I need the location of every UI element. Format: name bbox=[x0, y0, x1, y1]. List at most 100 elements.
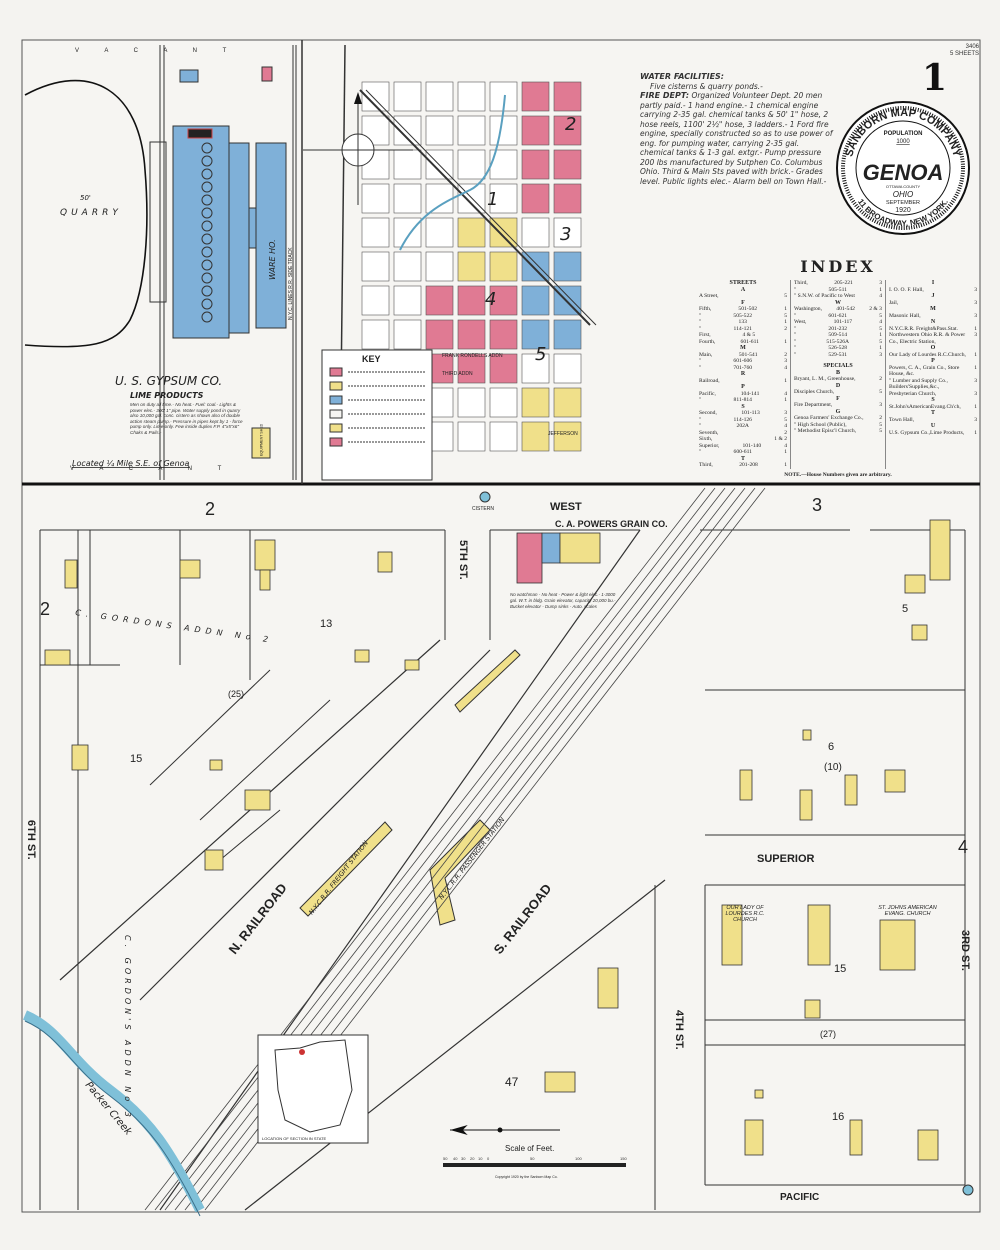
building bbox=[844, 774, 858, 806]
building bbox=[849, 1119, 863, 1156]
index-letter: J bbox=[931, 293, 935, 299]
building bbox=[64, 559, 78, 589]
index-entry-name: " bbox=[699, 397, 702, 403]
index-entry: Town Hall,3 bbox=[889, 417, 977, 424]
index-entry-range: 601-606 bbox=[733, 358, 753, 364]
key-map-block bbox=[521, 353, 550, 384]
index-entry-sheet: 1 bbox=[784, 319, 787, 325]
scale-tick: 20 bbox=[470, 1156, 475, 1161]
key-map-block bbox=[553, 81, 582, 112]
block-15a: 15 bbox=[130, 753, 142, 765]
index-entry-name: " bbox=[699, 319, 702, 325]
index-entry-sheet: 1 & 2 bbox=[774, 436, 787, 442]
key-map-block bbox=[457, 319, 486, 350]
key-map-block bbox=[521, 319, 550, 350]
index-entry-name: " Methodist Episc'l Church, bbox=[794, 428, 857, 434]
index-entry-range: 133 bbox=[738, 319, 747, 325]
index-entry-sheet: 3 bbox=[974, 312, 977, 319]
key-map-block bbox=[489, 115, 518, 146]
key-map-block bbox=[489, 217, 518, 248]
index-entry-sheet: 5 bbox=[784, 293, 787, 299]
building bbox=[244, 789, 271, 811]
key-map-block bbox=[521, 251, 550, 282]
index-entry: Disciples Church,5 bbox=[794, 389, 882, 396]
index-entry-sheet: 2 bbox=[879, 415, 882, 421]
index-entry-sheet: 3 bbox=[974, 299, 977, 306]
key-title: KEY bbox=[362, 354, 381, 364]
index-entry-name: " bbox=[699, 416, 702, 423]
index-letter: N bbox=[930, 319, 936, 325]
index-letter: S bbox=[741, 403, 745, 410]
index-entry-sheet: 5 bbox=[879, 325, 882, 332]
coal-shed-building bbox=[454, 649, 521, 713]
index-entry-range: 205-221 bbox=[834, 280, 853, 286]
key-map-block bbox=[521, 81, 550, 112]
key-map-block bbox=[457, 387, 486, 418]
key-map-block bbox=[553, 149, 582, 180]
building bbox=[597, 967, 619, 1009]
section-number-3: 3 bbox=[812, 495, 822, 515]
block-16: 16 bbox=[832, 1111, 844, 1123]
index-letter: T bbox=[930, 410, 935, 416]
street-line bbox=[139, 649, 491, 1001]
index-entry-name: " bbox=[794, 312, 797, 319]
index-entry-range: 505-522 bbox=[733, 312, 753, 319]
index-letter: T bbox=[740, 455, 745, 462]
key-map-block bbox=[553, 251, 582, 282]
scale-tick: 100 bbox=[575, 1156, 582, 1161]
key-map-block bbox=[457, 217, 486, 248]
index-entry-sheet: 1 bbox=[974, 429, 977, 436]
kiln-circle bbox=[201, 259, 213, 271]
index-letter: B bbox=[835, 369, 840, 376]
key-map-block bbox=[521, 115, 550, 146]
street-6th: 6TH ST. bbox=[25, 820, 37, 860]
key-map-block bbox=[521, 285, 550, 316]
street-west: WEST bbox=[550, 501, 582, 513]
legend-swatch bbox=[329, 437, 343, 447]
street-3rd: 3RD ST. bbox=[959, 930, 971, 971]
building bbox=[744, 1119, 764, 1156]
scale-tick: 50 bbox=[530, 1156, 535, 1161]
key-map-block bbox=[457, 421, 486, 452]
building bbox=[404, 659, 420, 671]
index-entry-sheet: 4 bbox=[879, 319, 882, 325]
index-letter: R bbox=[740, 371, 746, 377]
index-entry: Genoa Farmers' Exchange Co.,2 bbox=[794, 415, 882, 422]
building bbox=[799, 789, 813, 821]
grain-co-notes: No watchman - No heat - Power & light el… bbox=[510, 592, 616, 609]
index-entry-sheet: 2 bbox=[784, 351, 787, 358]
block-5: 5 bbox=[902, 603, 908, 615]
key-map-block bbox=[521, 183, 550, 214]
index-entry-name: " Lumber and Supply Co., Builders'Suppli… bbox=[889, 377, 948, 391]
rail-track bbox=[154, 487, 716, 1211]
index-entry-range: 4 & 5 bbox=[742, 332, 756, 338]
index-entry-sheet: 1 bbox=[879, 332, 882, 338]
index-entry-name: Third, bbox=[699, 462, 713, 468]
fire-text: Organized Volunteer Dept. 20 men partly … bbox=[640, 91, 833, 186]
key-map-block bbox=[425, 81, 454, 112]
seal-month: SEPTEMBER bbox=[886, 200, 920, 206]
town-notes: WATER FACILITIES: Five cisterns & quarry… bbox=[640, 72, 835, 186]
index-entry-name: " bbox=[699, 364, 702, 371]
index-entry-sheet: 2 bbox=[879, 376, 882, 382]
index-entry-name: Northwestern Ohio R.R. & Power Co., Elec… bbox=[889, 332, 966, 345]
index-entry-sheet: 1 bbox=[784, 377, 787, 384]
scale-tick: 0 bbox=[487, 1156, 490, 1161]
index-entry: St.John'sAmericanEvang.Ch'ch,1 bbox=[889, 404, 977, 411]
railroad-line bbox=[359, 89, 591, 326]
street-line bbox=[244, 879, 666, 1211]
index-entry: Fire Department,3 bbox=[794, 402, 882, 409]
index-entry-sheet: 1 bbox=[879, 345, 882, 351]
index-entry-range: 101-117 bbox=[833, 319, 853, 325]
index-entry-range: 501-502 bbox=[738, 306, 758, 312]
kiln-circle bbox=[201, 220, 213, 232]
